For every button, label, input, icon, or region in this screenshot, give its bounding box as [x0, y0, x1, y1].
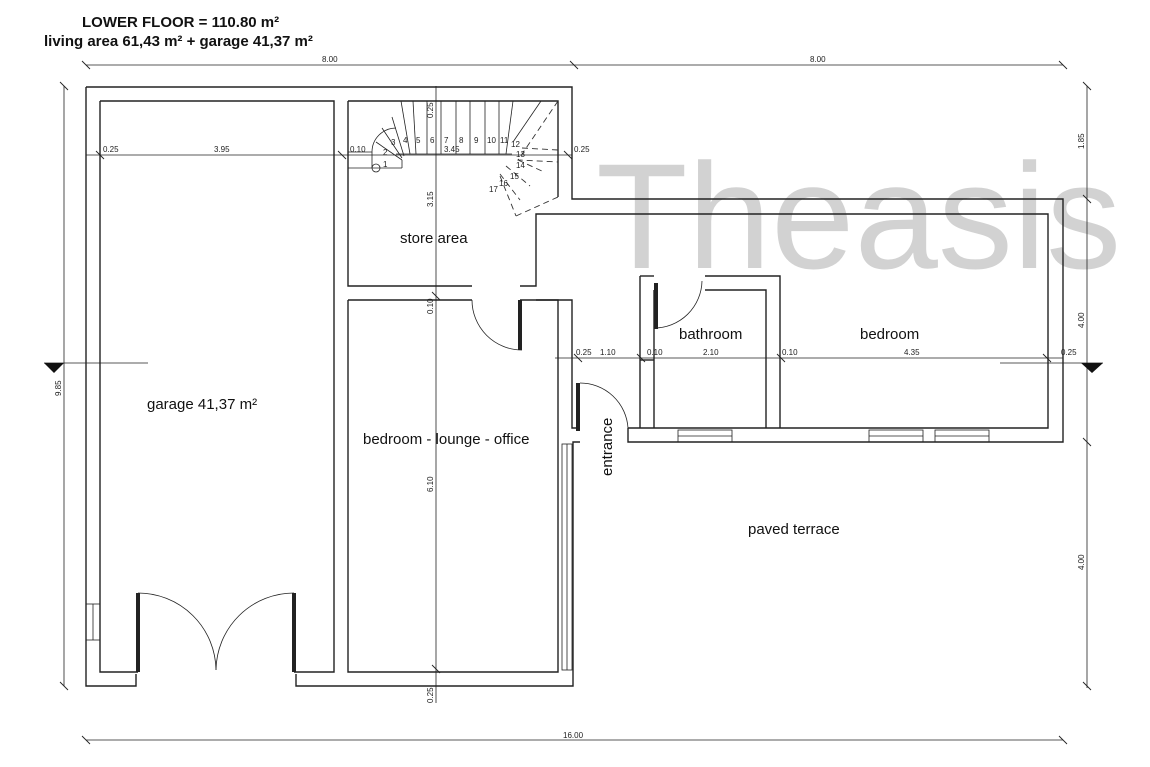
stair-step-number: 13	[516, 150, 525, 159]
room-garage: garage 41,37 m²	[147, 396, 257, 413]
dim-bath-wall-right: 0.10	[782, 348, 798, 357]
stair-step-number: 1	[383, 160, 388, 169]
room-bedroom-lounge-office: bedroom - lounge - office	[363, 431, 530, 448]
dim-right-top: 1.85	[1077, 133, 1086, 149]
dimension-lines	[44, 60, 1103, 745]
area-summary: living area 61,43 m² + garage 41,37 m²	[44, 33, 313, 50]
stair-step-number: 12	[511, 140, 520, 149]
dim-bath-wall-left: 0.10	[647, 348, 663, 357]
stair-step-number: 10	[487, 136, 496, 145]
stair-step-number: 7	[444, 136, 449, 145]
room-store-area: store area	[400, 230, 468, 247]
dim-garage-width: 3.95	[214, 145, 230, 154]
stair-step-number: 11	[500, 136, 509, 145]
stair-step-number: 3	[391, 138, 396, 147]
watermark: Theasis	[596, 132, 1121, 300]
dim-stair-width: 3.45	[444, 145, 460, 154]
room-bathroom: bathroom	[679, 326, 742, 343]
room-entrance: entrance	[599, 418, 616, 476]
section-marker-right-icon	[1081, 363, 1103, 373]
stair-step-number: 16	[499, 179, 508, 188]
section-marker-left-icon	[44, 363, 64, 373]
floor-title: LOWER FLOOR = 110.80 m²	[82, 14, 280, 31]
stair-step-number: 2	[383, 148, 388, 157]
stair-start-icon	[371, 163, 381, 173]
dim-right-bottom: 4.00	[1077, 554, 1086, 570]
dim-bath-width: 2.10	[703, 348, 719, 357]
stair-step-number: 6	[430, 136, 435, 145]
dim-store-height: 3.15	[426, 191, 435, 207]
stair-step-number: 9	[474, 136, 479, 145]
doors	[136, 280, 703, 672]
dim-bottom-total: 16.00	[563, 731, 584, 740]
dim-bedroom-width: 4.35	[904, 348, 920, 357]
dim-bedroom-wall-right: 0.25	[1061, 348, 1077, 357]
dim-entrance-width: 1.10	[600, 348, 616, 357]
dim-top-left: 8.00	[322, 55, 338, 64]
stair-step-number: 5	[416, 136, 421, 145]
room-paved-terrace: paved terrace	[748, 521, 840, 538]
dim-store-wall: 0.10	[426, 298, 435, 314]
stair-step-number: 4	[403, 136, 408, 145]
dim-left-height: 9.85	[54, 380, 63, 396]
dim-lounge-height: 6.10	[426, 476, 435, 492]
walls	[85, 86, 1064, 687]
dim-right-mid: 4.00	[1077, 312, 1086, 328]
dim-bottom-wall: 0.25	[426, 687, 435, 703]
dim-top-right: 8.00	[810, 55, 826, 64]
stair-step-number: 17	[489, 185, 498, 194]
dim-wall-stair-right: 0.25	[574, 145, 590, 154]
stair-step-number: 8	[459, 136, 464, 145]
stair-step-number: 15	[510, 172, 519, 181]
dim-entrance-wall: 0.25	[576, 348, 592, 357]
dim-stair-top: 0.25	[426, 102, 435, 118]
stair-step-number: 14	[516, 161, 525, 170]
room-bedroom: bedroom	[860, 326, 919, 343]
dim-wall-left: 0.25	[103, 145, 119, 154]
dim-wall-mid: 0.10	[350, 145, 366, 154]
